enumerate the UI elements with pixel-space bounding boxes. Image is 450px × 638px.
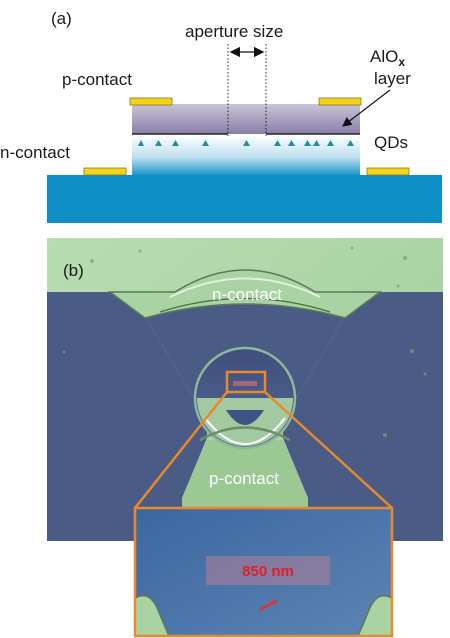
dark-region-left [47, 292, 207, 541]
micrograph [47, 238, 443, 541]
disc-reflection [204, 417, 286, 445]
inset-scale-label: 850 nm [242, 563, 294, 580]
n-contact-arch [107, 269, 383, 319]
p-contact-label: p-contact [62, 70, 132, 89]
inset-corner-left [135, 595, 170, 636]
n-contact-highlight [169, 277, 321, 298]
panel-b-label: (b) [63, 261, 84, 280]
panel-a: (a) [0, 9, 442, 223]
n-contact-pad-right [366, 167, 410, 176]
alox-layer-label: layer [374, 69, 411, 88]
scale-label-background [206, 556, 330, 585]
qds-label: QDs [374, 133, 408, 152]
panel-b: (b) n-contact p-contact 850 nm [47, 238, 443, 638]
disc-notch [226, 410, 264, 425]
p-contact-pad-right [318, 97, 362, 106]
alox-label: AlOx [370, 47, 405, 69]
p-contact-micrograph-label: p-contact [209, 469, 279, 488]
speckles [62, 246, 427, 437]
n-contact-pad-left [83, 167, 127, 176]
inset-corner-right [357, 595, 392, 636]
upper-mesa [132, 104, 360, 134]
aperture-highlight-box [225, 370, 267, 394]
p-contact-pad-left [129, 97, 173, 106]
n-contact-micrograph-label: n-contact [212, 285, 282, 304]
inset-frame [133, 506, 394, 638]
aperture-opening [259, 599, 278, 611]
dark-region-right [283, 292, 443, 541]
alox-pointer-arrow [342, 89, 391, 127]
panel-a-label: (a) [51, 9, 72, 28]
aperture-size-label: aperture size [185, 22, 283, 41]
n-contact-label: n-contact [0, 143, 70, 162]
quantum-dots [138, 140, 354, 146]
substrate [47, 175, 442, 223]
zoom-line-right [264, 391, 393, 509]
inset: 850 nm [133, 506, 394, 638]
n-contact-edge [159, 297, 331, 313]
aperture-marker [233, 381, 257, 386]
p-contact-arch [199, 426, 291, 442]
zoom-line-left [134, 391, 228, 509]
